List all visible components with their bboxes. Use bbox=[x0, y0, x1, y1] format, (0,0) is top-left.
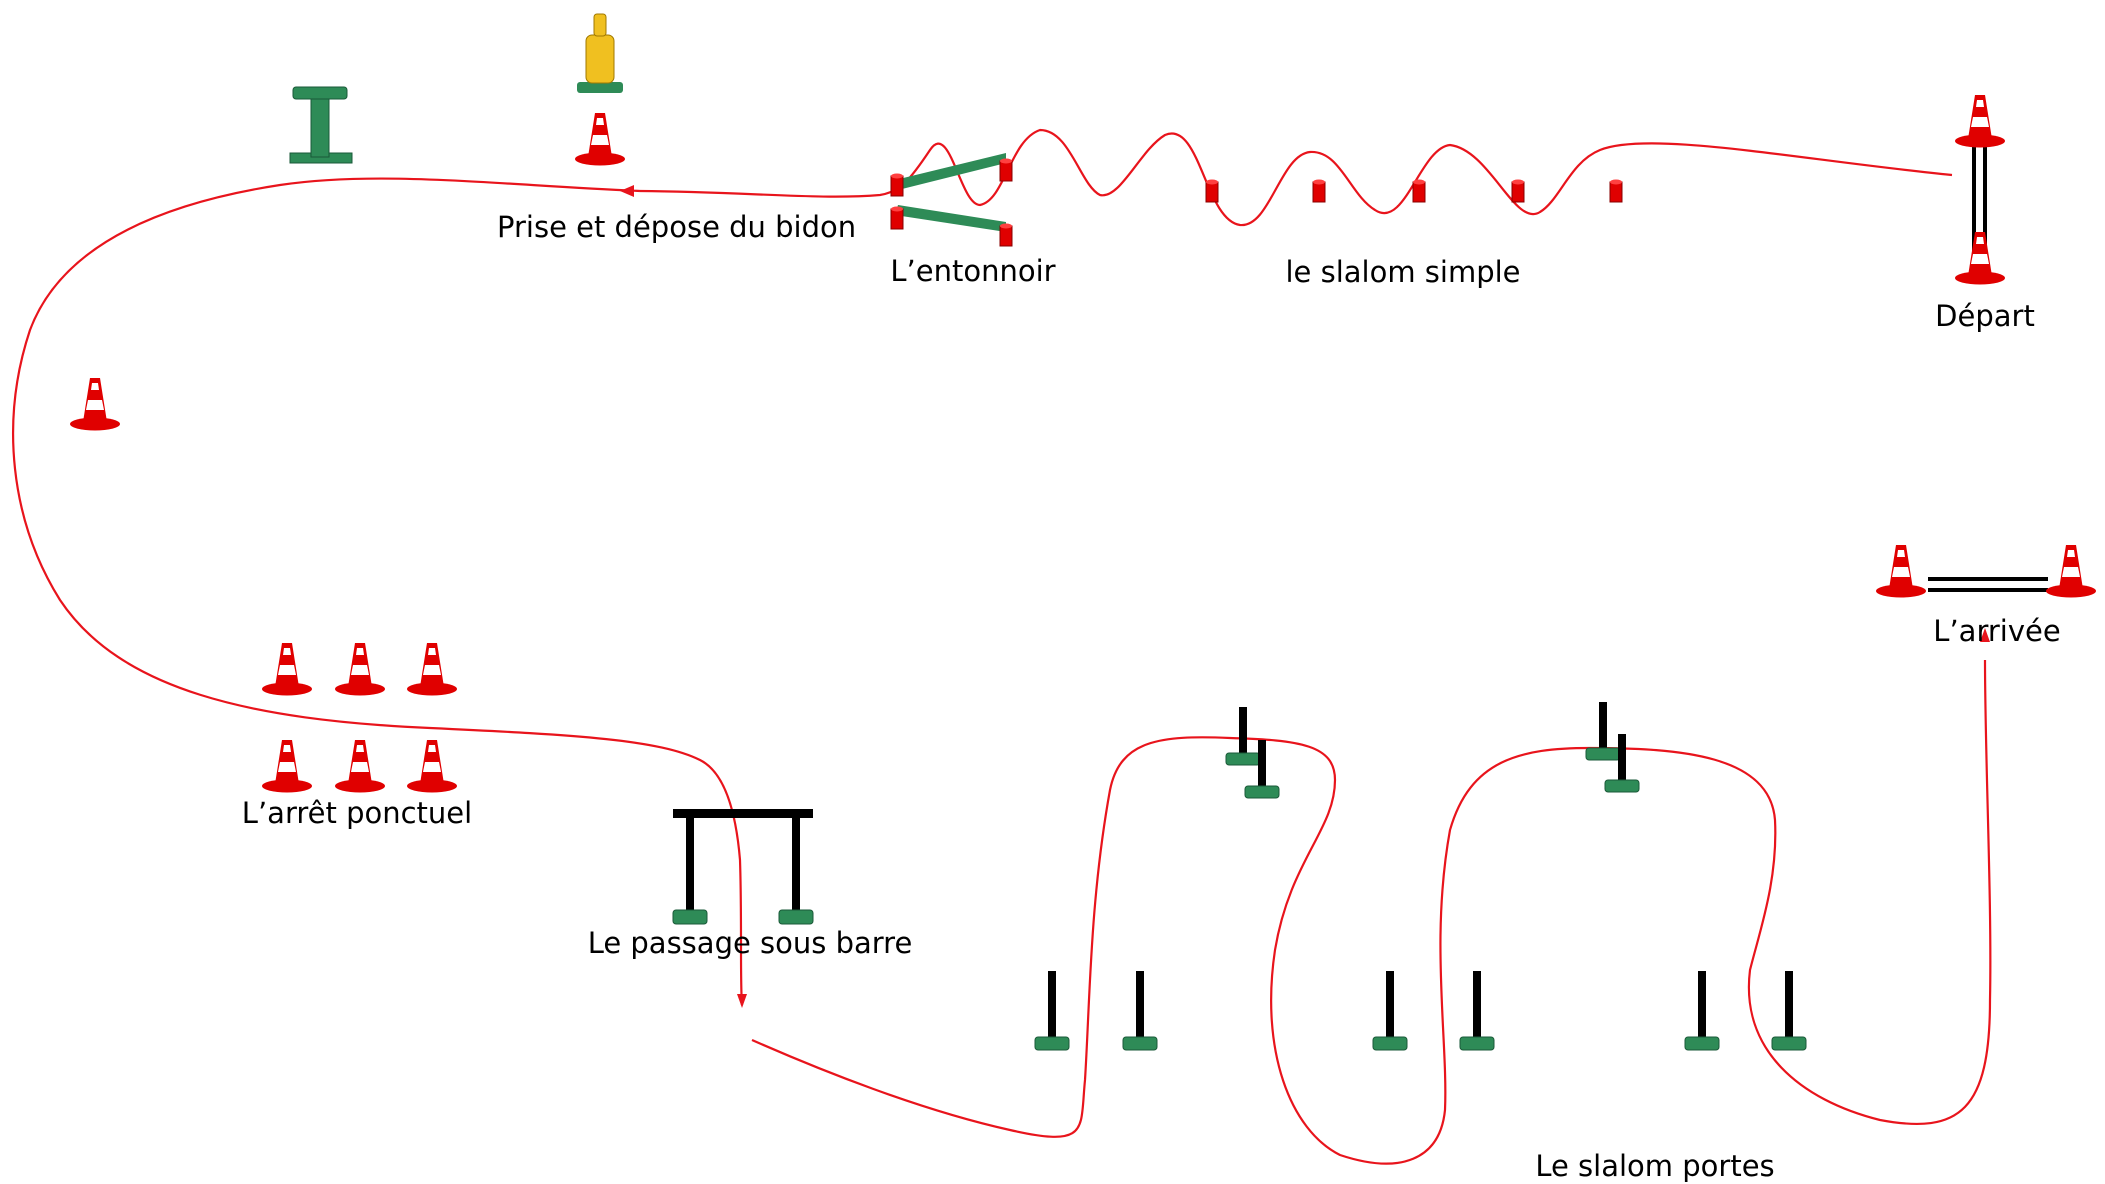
label-prise: Prise et dépose du bidon bbox=[497, 210, 856, 244]
bidon-icon bbox=[575, 13, 625, 166]
path-arrow-icon bbox=[1980, 628, 1990, 642]
post-icon bbox=[289, 86, 353, 164]
bar-icon bbox=[672, 809, 814, 925]
label-entonnoir: L’entonnoir bbox=[890, 254, 1055, 288]
path-arrow-icon bbox=[620, 185, 634, 197]
path-arrow-icon bbox=[737, 994, 747, 1008]
funnel-icon bbox=[890, 153, 1013, 247]
label-slalom-simple: le slalom simple bbox=[1285, 255, 1520, 289]
course-path bbox=[12, 128, 1992, 1165]
label-arrivee: L’arrivée bbox=[1933, 614, 2060, 648]
finish-gate bbox=[1876, 545, 2096, 598]
start-gate bbox=[1955, 95, 2005, 285]
cone-icon bbox=[70, 378, 120, 431]
label-slalom-portes: Le slalom portes bbox=[1535, 1149, 1774, 1183]
label-passage: Le passage sous barre bbox=[588, 926, 913, 960]
label-arret: L’arrêt ponctuel bbox=[242, 796, 472, 830]
stop-zone-cones bbox=[262, 643, 457, 793]
label-depart: Départ bbox=[1935, 299, 2035, 333]
